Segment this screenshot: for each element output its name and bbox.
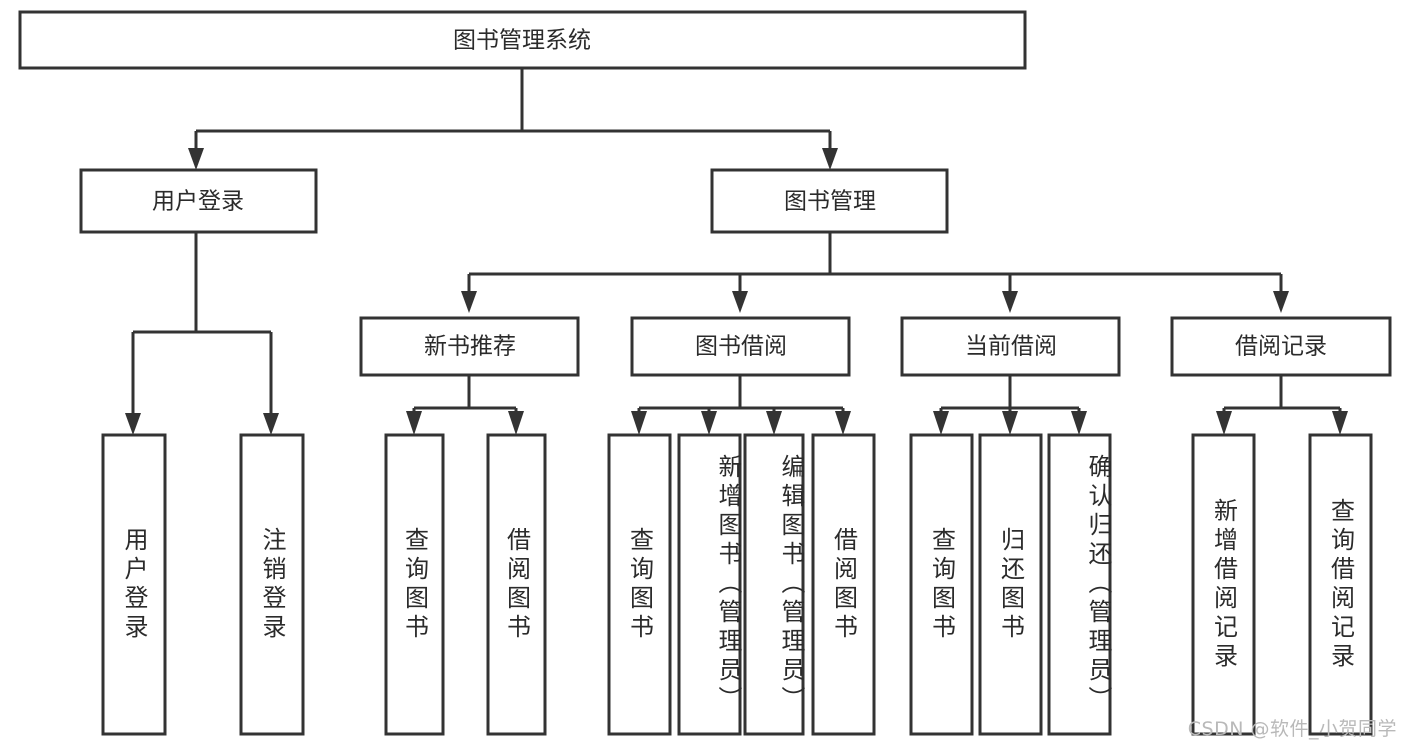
node-leaf-borrow-book-2[interactable] bbox=[811, 433, 876, 736]
arrowhead-borrow-record bbox=[1273, 291, 1289, 313]
node-group: 图书管理系统 用户登录 图书管理 新书推荐 图书借阅 当前借阅 借阅记录 bbox=[18, 10, 1392, 736]
node-book-borrow-label: 图书借阅 bbox=[695, 334, 787, 360]
node-leaf-user-login[interactable] bbox=[101, 433, 167, 736]
node-borrow-record-label: 借阅记录 bbox=[1235, 334, 1327, 360]
arrowhead-br-leaf1 bbox=[1216, 411, 1232, 435]
node-root[interactable] bbox=[18, 10, 1027, 70]
arrowhead-bb-leaf2 bbox=[701, 411, 717, 435]
node-current-borrow[interactable] bbox=[900, 316, 1121, 377]
node-leaf-edit-book[interactable] bbox=[743, 433, 805, 736]
node-leaf-query-book-3[interactable] bbox=[909, 433, 974, 736]
arrowhead-book-borrow bbox=[732, 291, 748, 313]
node-book-manage-label: 图书管理 bbox=[784, 189, 876, 215]
node-current-borrow-label: 当前借阅 bbox=[965, 334, 1057, 360]
watermark-text: CSDN @软件_小贺同学 bbox=[1187, 718, 1397, 740]
node-new-book-recommend[interactable] bbox=[359, 316, 580, 377]
arrowhead-nb-leaf1 bbox=[406, 411, 422, 435]
node-user-login[interactable] bbox=[79, 168, 318, 234]
node-leaf-query-book-2[interactable] bbox=[607, 433, 672, 736]
arrowhead-leaf-user-login bbox=[125, 413, 141, 435]
arrowhead-bb-leaf1 bbox=[631, 411, 647, 435]
node-root-label: 图书管理系统 bbox=[453, 28, 591, 54]
node-leaf-confirm-return[interactable] bbox=[1047, 433, 1112, 736]
arrowhead-bb-leaf3 bbox=[766, 411, 782, 435]
node-user-login-label: 用户登录 bbox=[152, 189, 244, 215]
node-book-borrow[interactable] bbox=[630, 316, 851, 377]
node-leaf-query-book-1[interactable] bbox=[384, 433, 445, 736]
arrowhead-leaf-user-logout bbox=[263, 413, 279, 435]
arrowhead-cb-leaf2 bbox=[1002, 411, 1018, 435]
edge-group bbox=[125, 68, 1348, 435]
arrowhead-book-manage bbox=[822, 148, 838, 170]
node-leaf-borrow-book-1[interactable] bbox=[486, 433, 547, 736]
arrowhead-user-login bbox=[188, 148, 204, 170]
arrowhead-cb-leaf1 bbox=[933, 411, 949, 435]
arrowhead-current-borrow bbox=[1002, 291, 1018, 313]
node-leaf-return-book[interactable] bbox=[978, 433, 1043, 736]
arrowhead-br-leaf2 bbox=[1332, 411, 1348, 435]
arrowhead-cb-leaf3 bbox=[1071, 411, 1087, 435]
arrowhead-bb-leaf4 bbox=[835, 411, 851, 435]
node-borrow-record[interactable] bbox=[1170, 316, 1392, 377]
node-leaf-add-record[interactable] bbox=[1191, 433, 1256, 736]
arrowhead-new-book bbox=[461, 291, 477, 313]
node-new-book-recommend-label: 新书推荐 bbox=[424, 334, 516, 360]
node-leaf-add-book[interactable] bbox=[677, 433, 742, 736]
node-book-manage[interactable] bbox=[710, 168, 949, 234]
node-leaf-user-logout[interactable] bbox=[239, 433, 305, 736]
node-leaf-query-record[interactable] bbox=[1308, 433, 1373, 736]
arrowhead-nb-leaf2 bbox=[508, 411, 524, 435]
